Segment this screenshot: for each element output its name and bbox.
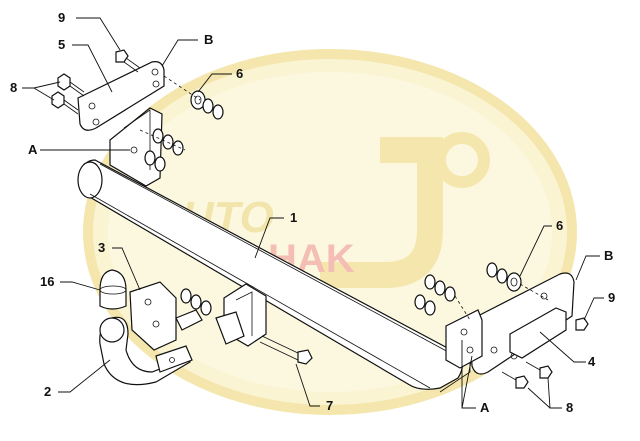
callout-5: 5 [58, 37, 65, 52]
callout-9-left: 9 [58, 10, 65, 25]
leader-lines [22, 17, 604, 409]
callout-a-left: A [28, 142, 38, 157]
callout-labels: 9 5 8 B 6 A 1 3 16 2 7 6 B 9 4 A 8 [10, 10, 615, 415]
ball-cover-cap [99, 269, 127, 310]
callout-a-right: A [480, 400, 490, 415]
right-crossbar-bracket [445, 309, 483, 369]
right-nuts-washers [414, 262, 549, 321]
right-bolts [501, 317, 589, 389]
callout-7: 7 [326, 398, 333, 413]
left-nuts-washers [139, 75, 224, 172]
right-side-plate [469, 272, 575, 375]
callout-3: 3 [98, 240, 105, 255]
autohak-watermark-logo: AUTO HAK [83, 49, 577, 415]
callout-9-right: 9 [608, 290, 615, 305]
towball-mount-plate [129, 281, 212, 351]
main-crossbar [77, 159, 471, 393]
left-crossbar-bracket [109, 107, 163, 187]
left-bracket-plate [77, 61, 165, 131]
callout-6-left: 6 [236, 66, 243, 81]
callout-b-right: B [604, 248, 613, 263]
left-bolt-9 [115, 49, 141, 73]
callout-b-left: B [204, 32, 213, 47]
left-bolts-8 [51, 73, 85, 115]
callout-8-right: 8 [566, 400, 573, 415]
callout-16: 16 [40, 274, 54, 289]
callout-8-left: 8 [10, 80, 17, 95]
callout-2: 2 [44, 384, 51, 399]
callout-1: 1 [290, 210, 297, 225]
center-receiver-bracket [215, 283, 267, 347]
towball-neck [99, 316, 193, 386]
callout-4: 4 [588, 354, 596, 369]
pin-bolt-7 [259, 335, 313, 365]
callout-6-right: 6 [556, 218, 563, 233]
